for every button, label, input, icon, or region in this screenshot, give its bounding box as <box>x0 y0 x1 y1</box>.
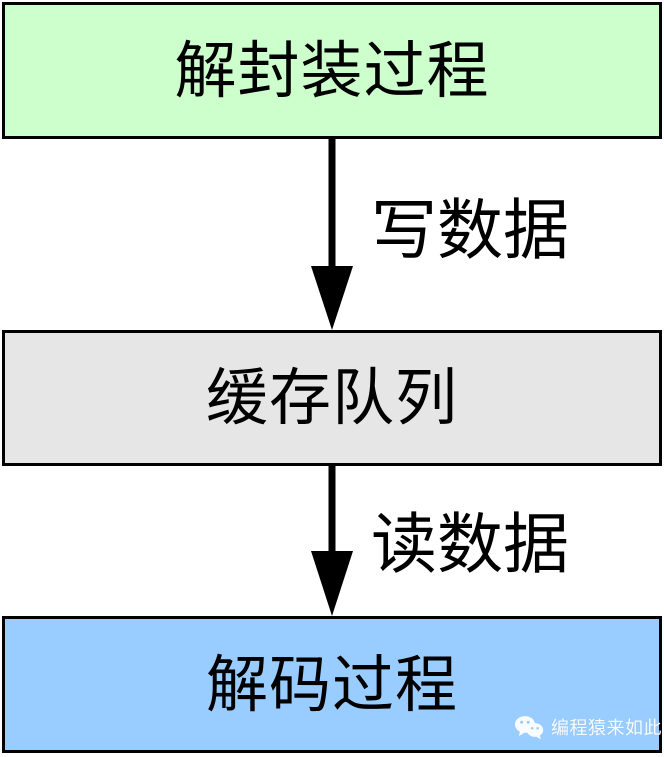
node-queue: 缓存队列 <box>2 330 662 466</box>
edge-label-write: 写数据 <box>371 192 569 269</box>
node-demux: 解封装过程 <box>2 2 662 139</box>
arrow-write-head <box>311 266 353 330</box>
edge-label-read: 读数据 <box>371 506 569 583</box>
node-decode-label: 解码过程 <box>205 647 458 721</box>
watermark-text: 编程猿来如此 <box>551 718 662 739</box>
arrow-read-head <box>311 551 353 616</box>
node-demux-label: 解封装过程 <box>174 33 490 107</box>
node-decode: 解码过程 <box>2 616 662 753</box>
wechat-icon <box>515 716 544 740</box>
node-queue-label: 缓存队列 <box>205 361 458 434</box>
watermark: 编程猿来如此 <box>514 714 662 740</box>
